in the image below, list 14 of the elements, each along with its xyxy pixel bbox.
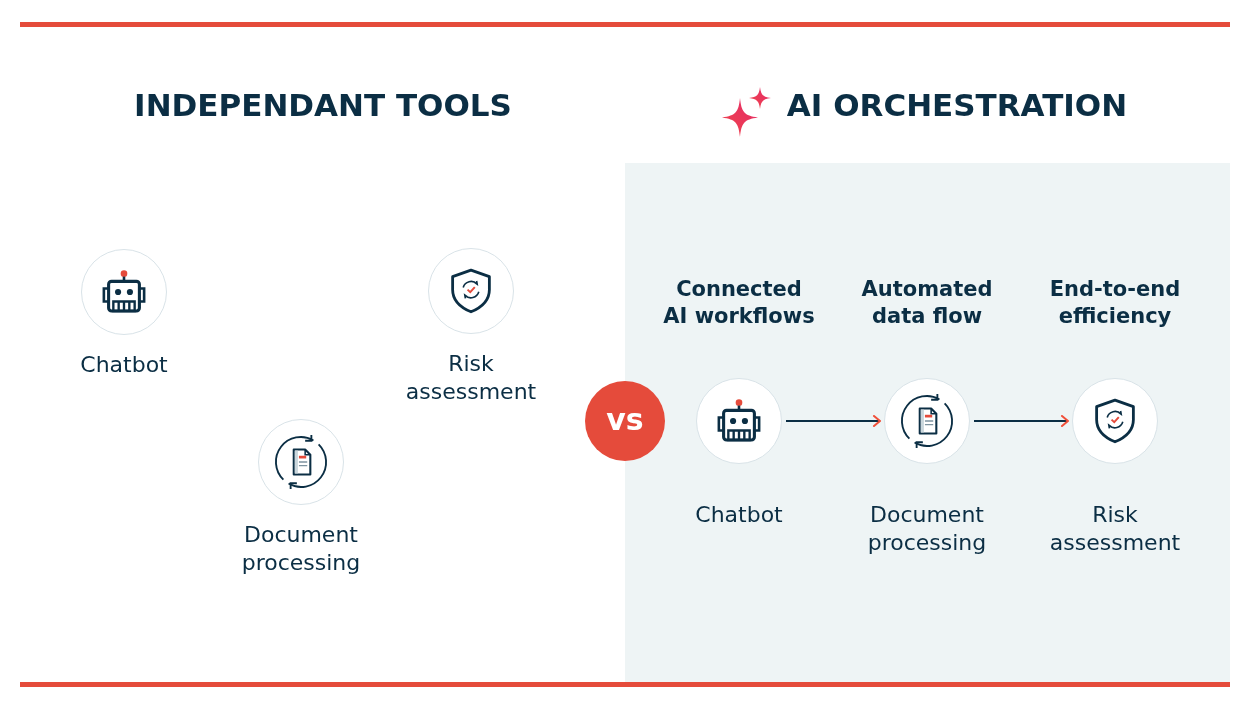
- tool-label: Chatbot: [79, 351, 169, 379]
- section-heading: INDEPENDANT TOOLS: [134, 86, 512, 125]
- arrow: [785, 415, 881, 427]
- step-heading: Automated data flow: [860, 276, 994, 330]
- tool-label: Chatbot: [694, 501, 784, 529]
- tool-label: Document processing: [867, 501, 987, 557]
- tool-label: Risk assessment: [405, 350, 537, 406]
- step-heading: End-to-end efficiency: [1049, 276, 1181, 330]
- tool-label: Risk assessment: [1049, 501, 1181, 557]
- step-heading: Connected AI workflows: [662, 276, 816, 330]
- section-heading: AI ORCHESTRATION: [786, 86, 1128, 125]
- arrow: [973, 415, 1069, 427]
- versus-badge: vs: [585, 381, 665, 461]
- tool-label: Document processing: [241, 521, 361, 577]
